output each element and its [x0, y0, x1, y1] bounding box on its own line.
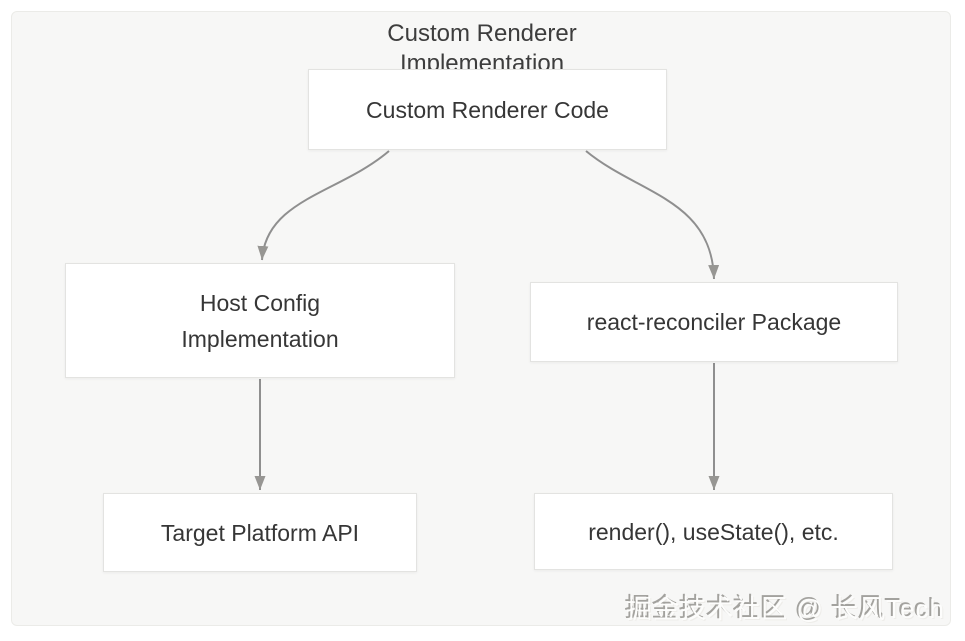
node-custom-renderer-code: Custom Renderer Code: [308, 69, 667, 150]
node-react-reconciler-package: react-reconciler Package: [530, 282, 898, 362]
node-host-config-implementation-label: Host Config Implementation: [181, 289, 339, 352]
node-target-platform-api-label: Target Platform API: [160, 519, 360, 546]
watermark: 掘金技术社区 @ 长风Tech: [626, 594, 945, 624]
node-react-reconciler-package-label: react-reconciler Package: [586, 309, 842, 335]
node-host-config-implementation: Host Config Implementation: [65, 263, 455, 378]
node-reconciler-api-examples-label: render(), useState(), etc.: [588, 518, 839, 545]
node-reconciler-api-examples: render(), useState(), etc.: [534, 493, 893, 570]
node-custom-renderer-code-label: Custom Renderer Code: [366, 96, 609, 123]
node-target-platform-api: Target Platform API: [103, 493, 417, 572]
